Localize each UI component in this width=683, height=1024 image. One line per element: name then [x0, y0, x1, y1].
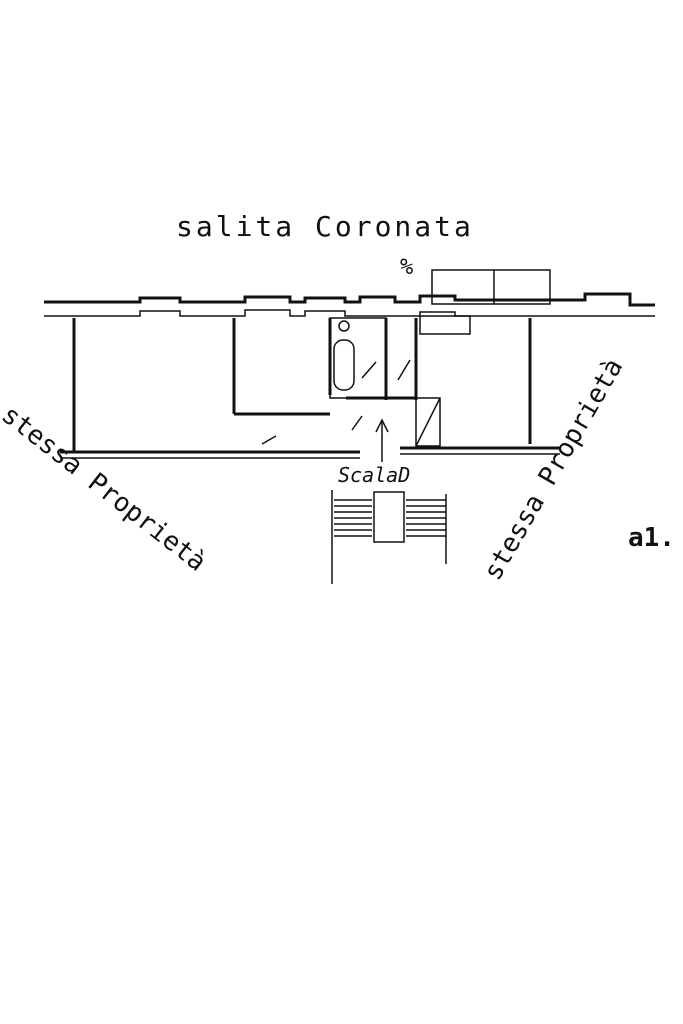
right-owner-label: stessa Proprietà [478, 354, 629, 586]
balcony-box [431, 269, 551, 305]
street-label: salita Coronata [176, 210, 474, 243]
south-facade [60, 446, 560, 459]
bathroom [329, 317, 387, 399]
closet [415, 397, 441, 447]
top-mark: % [400, 255, 413, 280]
north-facade [44, 269, 655, 335]
stairwell: ScalaD [331, 463, 447, 584]
corner-mark: a1. [628, 523, 675, 553]
left-owner-label: stessa Proprietà [0, 400, 212, 578]
bathtub [333, 339, 355, 391]
stairs-label: ScalaD [338, 463, 410, 487]
niche [419, 315, 471, 335]
interior-walls [72, 317, 532, 462]
sink [338, 320, 350, 332]
